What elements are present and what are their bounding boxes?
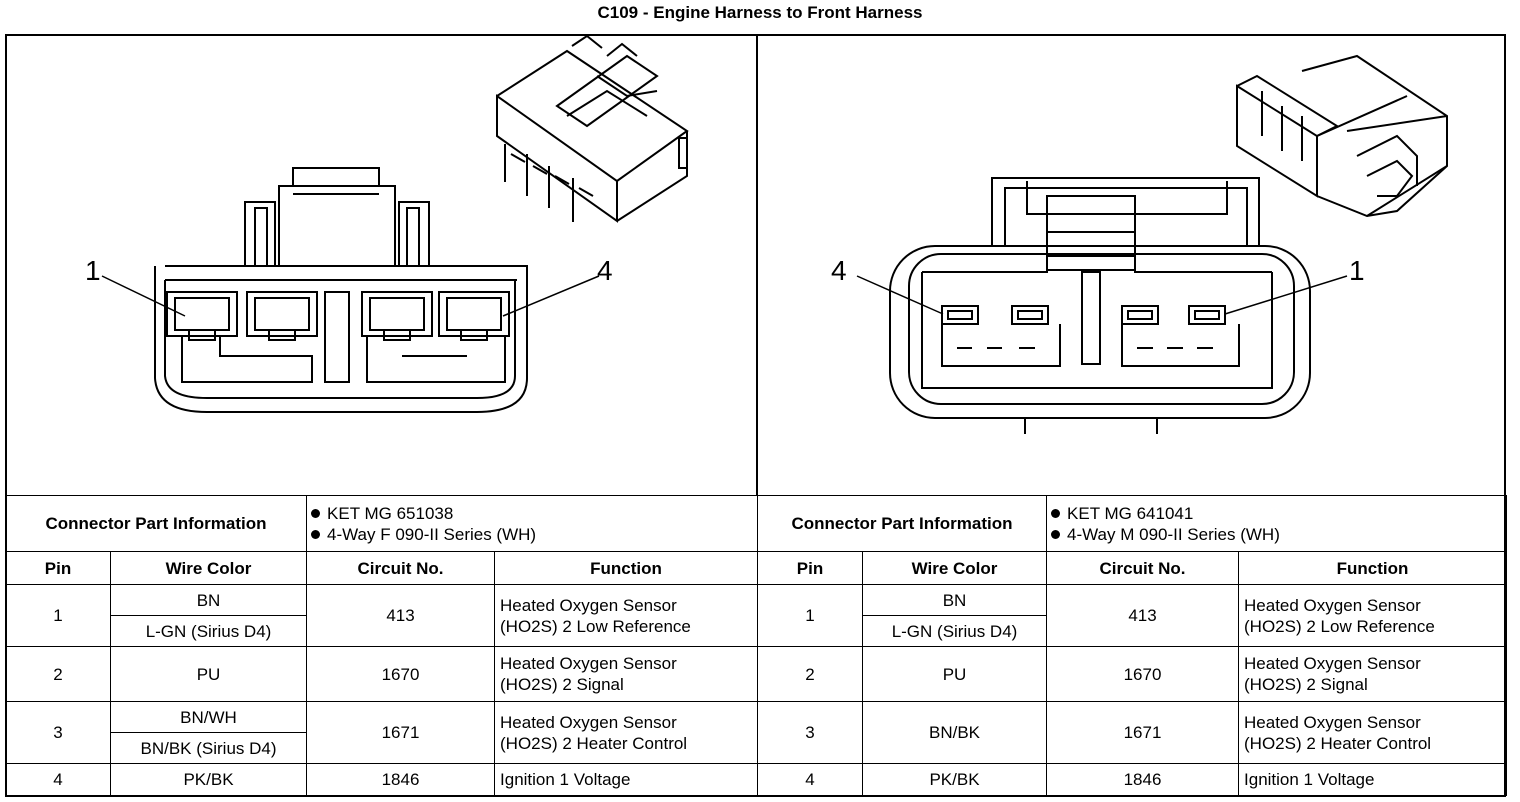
circuit-cell: 413 (306, 584, 496, 647)
pin-cell: 3 (5, 701, 111, 764)
pin-4-callout: 4 (597, 255, 613, 286)
function-line: Heated Oxygen Sensor (1244, 712, 1421, 732)
pin-cell: 2 (757, 646, 863, 702)
table-row: 4 PK/BK 1846 Ignition 1 Voltage (5, 763, 759, 796)
function-line: Heated Oxygen Sensor (1244, 595, 1421, 615)
pin-cell: 2 (5, 646, 111, 702)
table-row: 2 PU 1670 Heated Oxygen Sensor (HO2S) 2 … (757, 646, 1508, 702)
function-line: (HO2S) 2 Heater Control (1244, 733, 1432, 753)
wire-color-cell: BN (861, 584, 1048, 616)
part-series: 4-Way F 090-II Series (WH) (307, 524, 757, 545)
table-row: 4 PK/BK 1846 Ignition 1 Voltage (757, 763, 1508, 796)
function-cell: Heated Oxygen Sensor (HO2S) 2 Signal (1238, 646, 1508, 702)
pin-cell: 1 (5, 584, 111, 647)
part-series: 4-Way M 090-II Series (WH) (1047, 524, 1506, 545)
right-connector-table: Connector Part Information KET MG 641041… (756, 495, 1508, 796)
circuit-cell: 1671 (306, 701, 496, 764)
function-line: (HO2S) 2 Low Reference (1244, 616, 1435, 636)
wire-color-cell: BN/BK (Sirius D4) (109, 732, 308, 764)
function-line: (HO2S) 2 Signal (1244, 675, 1368, 694)
part-number: KET MG 641041 (1047, 503, 1506, 524)
wire-color-cell: PU (109, 646, 308, 702)
part-number: KET MG 651038 (307, 503, 757, 524)
circuit-cell: 1846 (1046, 763, 1240, 796)
table-row: 1 BN 413 Heated Oxygen Sensor (HO2S) 2 L… (757, 584, 1508, 647)
connector-part-info-label: Connector Part Information (4, 495, 308, 552)
male-connector-isometric (1236, 54, 1448, 218)
left-connector-table: Connector Part Information KET MG 651038… (4, 495, 759, 796)
function-cell: Heated Oxygen Sensor (HO2S) 2 Heater Con… (1238, 701, 1508, 764)
function-cell: Heated Oxygen Sensor (HO2S) 2 Low Refere… (1238, 584, 1508, 647)
male-connector-drawing: 4 1 (831, 54, 1448, 434)
pin-4-callout: 4 (831, 255, 847, 286)
function-line: Heated Oxygen Sensor (500, 595, 677, 615)
col-header-circuit: Circuit No. (1046, 551, 1240, 585)
part-info-list: KET MG 651038 4-Way F 090-II Series (WH) (306, 495, 759, 552)
circuit-cell: 1670 (1046, 646, 1240, 702)
col-header-wire-color: Wire Color (861, 551, 1048, 585)
col-header-pin: Pin (757, 551, 863, 585)
col-header-wire-color: Wire Color (109, 551, 308, 585)
function-cell: Ignition 1 Voltage (1238, 763, 1508, 796)
wire-color-cell: L-GN (Sirius D4) (861, 615, 1048, 647)
col-header-function: Function (494, 551, 759, 585)
female-connector-drawing: 1 4 (85, 36, 689, 413)
wire-color-cell: BN/BK (861, 701, 1048, 764)
function-cell: Heated Oxygen Sensor (HO2S) 2 Heater Con… (494, 701, 759, 764)
pin-cell: 4 (757, 763, 863, 796)
wire-color-cell: L-GN (Sirius D4) (109, 615, 308, 647)
part-info-list: KET MG 641041 4-Way M 090-II Series (WH) (1046, 495, 1508, 552)
wire-color-cell: PK/BK (109, 763, 308, 796)
function-cell: Heated Oxygen Sensor (HO2S) 2 Signal (494, 646, 759, 702)
function-line: (HO2S) 2 Low Reference (500, 616, 691, 636)
col-header-pin: Pin (5, 551, 111, 585)
function-line: Heated Oxygen Sensor (500, 654, 677, 673)
circuit-cell: 413 (1046, 584, 1240, 647)
diagram-frame (5, 34, 1506, 797)
connector-part-info-label: Connector Part Information (756, 495, 1048, 552)
function-line: Heated Oxygen Sensor (500, 712, 677, 732)
function-line: (HO2S) 2 Heater Control (500, 733, 688, 753)
function-line: Heated Oxygen Sensor (1244, 654, 1421, 673)
circuit-cell: 1671 (1046, 701, 1240, 764)
circuit-cell: 1670 (306, 646, 496, 702)
function-cell: Heated Oxygen Sensor (HO2S) 2 Low Refere… (494, 584, 759, 647)
function-cell: Ignition 1 Voltage (494, 763, 759, 796)
wire-color-cell: BN/WH (109, 701, 308, 733)
circuit-cell: 1846 (306, 763, 496, 796)
pin-cell: 4 (5, 763, 111, 796)
page-title: C109 - Engine Harness to Front Harness (597, 3, 923, 22)
table-row: 3 BN/BK 1671 Heated Oxygen Sensor (HO2S)… (757, 701, 1508, 764)
pin-1-callout: 1 (1349, 255, 1365, 286)
wire-color-cell: BN (109, 584, 308, 616)
wire-color-cell: PK/BK (861, 763, 1048, 796)
pin-cell: 3 (757, 701, 863, 764)
col-header-function: Function (1238, 551, 1508, 585)
wire-color-cell: PU (861, 646, 1048, 702)
panel-divider (756, 36, 758, 495)
table-row: 3 BN/WH 1671 Heated Oxygen Sensor (HO2S)… (5, 701, 759, 764)
function-line: (HO2S) 2 Signal (500, 675, 624, 694)
pin-1-callout: 1 (85, 255, 101, 286)
table-row: 1 BN 413 Heated Oxygen Sensor (HO2S) 2 L… (5, 584, 759, 647)
female-connector-isometric (496, 36, 689, 223)
table-row: 2 PU 1670 Heated Oxygen Sensor (HO2S) 2 … (5, 646, 759, 702)
col-header-circuit: Circuit No. (306, 551, 496, 585)
pin-cell: 1 (757, 584, 863, 647)
